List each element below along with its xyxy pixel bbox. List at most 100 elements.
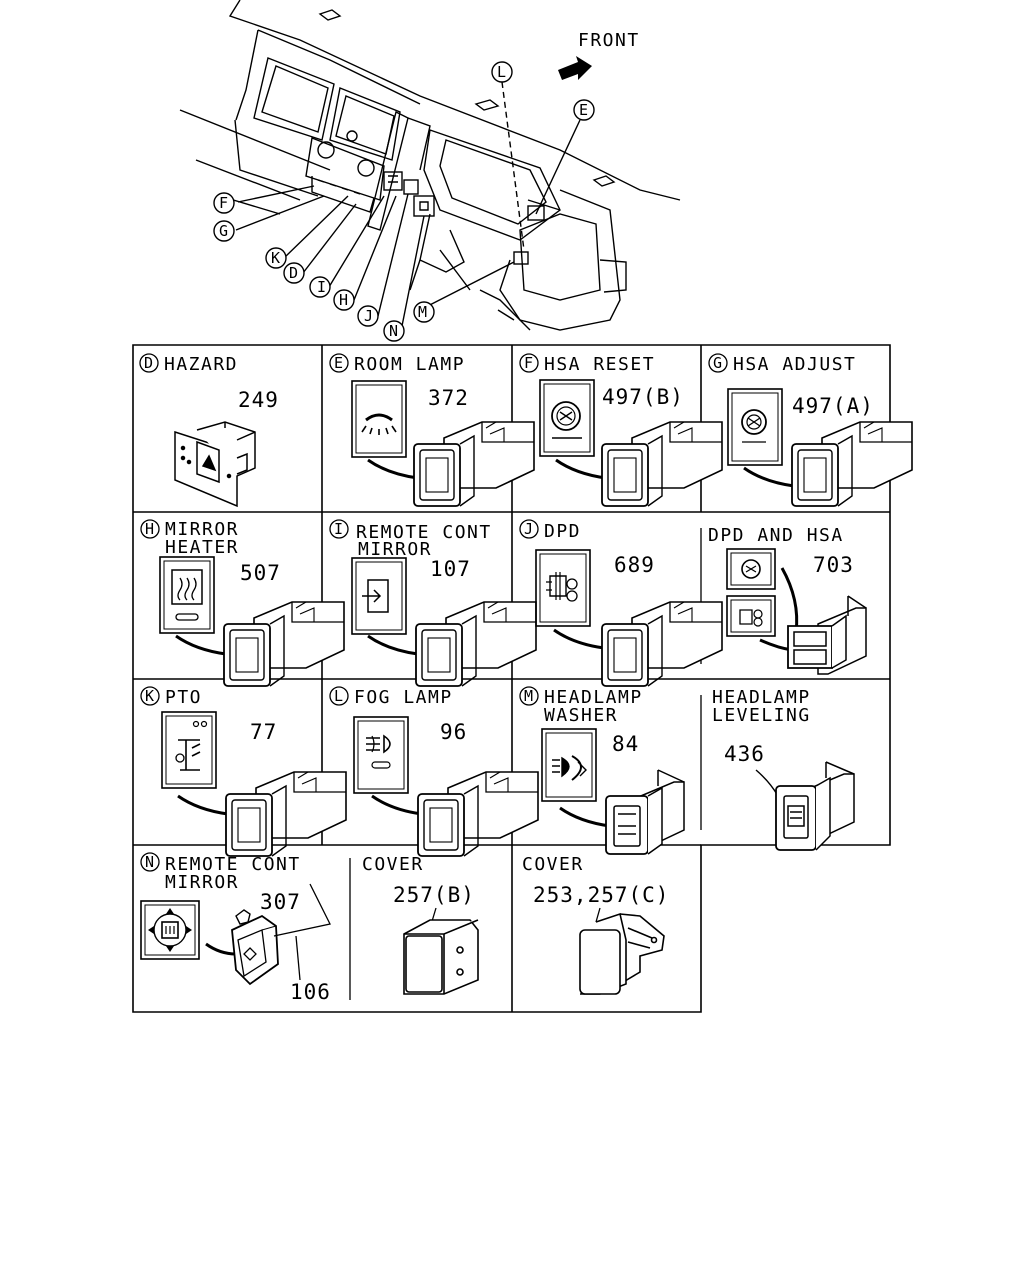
cell-title: COVER [362,854,424,875]
part-number: 253,257(C) [533,883,669,907]
cell-pto: K PTO 77 [140,686,347,857]
room-lamp-symbol-icon [351,380,407,458]
dashboard-callout-letters: L E F G K D I H J N M [219,63,588,340]
pointer-icon [174,634,228,656]
cell-letter: K [145,687,154,705]
part-number: 703 [813,553,854,577]
switch-body-icon [601,601,723,687]
pointer-icon [176,794,230,816]
callout-circle [329,519,349,539]
part-number: 77 [250,720,277,744]
cell-title: HSA RESET [544,354,655,375]
dpd-symbol-icon [535,549,591,627]
cell-letter: E [334,354,343,372]
callout-circle [329,686,349,706]
dashboard-illustration [179,0,681,331]
switch-body-icon [791,421,913,507]
part-number: 257(B) [393,883,475,907]
hsa-adjust-symbol-icon [727,388,783,466]
washer-switch-icon [605,769,685,855]
pto-symbol-icon [161,711,217,789]
cell-headlamp-washer: M HEADLAMP WASHER 84 [519,686,685,855]
hazard-switch-icon [174,421,256,508]
cell-title-line2: HEATER [165,537,239,558]
part-number: 689 [614,553,655,577]
cell-title: DPD AND HSA [708,525,844,546]
remote-mirror-control-icon [140,883,331,986]
pointer-icon [554,458,608,480]
cell-mirror-heater: H MIRROR HEATER 507 [140,519,345,687]
part-number: 107 [430,557,471,581]
callout-circle [329,353,349,373]
front-arrow-icon [558,56,592,80]
cell-letter: N [145,853,154,871]
cell-cover-c: COVER 253,257(C) [522,854,669,995]
switch-body-icon [225,771,347,857]
mirror-heater-symbol-icon [159,556,215,634]
fog-lamp-symbol-icon [353,716,409,794]
cell-letter: F [524,354,533,372]
part-number: 307 [260,890,301,914]
pointer-icon [370,794,424,816]
callout-circle [139,353,159,373]
cell-dpd-and-hsa: DPD AND HSA 703 [708,525,867,675]
pointer-icon [558,806,612,828]
cell-cover-b: COVER 257(B) [362,854,479,995]
dual-switch-icon [787,595,867,675]
switch-body-icon [417,771,539,857]
cell-remote-cont-mirror: I REMOTE CONT MIRROR 107 [329,519,537,687]
cell-dpd: J DPD 689 [519,519,723,687]
hsa-reset-symbol-icon [539,379,595,457]
callout-circle [140,519,160,539]
callout-circle [708,353,728,373]
cell-title: HEADLAMP [544,687,643,708]
cell-letter: M [524,687,533,705]
callout-circle [140,852,160,872]
cell-title: ROOM LAMP [354,354,465,375]
cell-title: MIRROR [165,519,239,540]
callout-E: E [579,101,588,119]
dpd-hsa-symbols-icon [726,548,799,652]
callout-J: J [364,307,373,325]
callout-circle [519,519,539,539]
callout-G: G [219,222,228,240]
cell-letter: L [334,687,343,705]
cell-title: HAZARD [164,354,238,375]
headlamp-washer-symbol-icon [541,728,597,802]
callout-circle [519,686,539,706]
cell-title: COVER [522,854,584,875]
pointer-icon [552,628,606,650]
cell-fog-lamp: L FOG LAMP 96 [329,686,539,857]
switch-body-icon [415,601,537,687]
switch-body-icon [601,421,723,507]
cell-letter: H [145,520,154,538]
cover-c-icon [579,912,665,995]
cell-title: HEADLAMP [712,687,811,708]
cell-headlamp-leveling: HEADLAMP LEVELING 436 [712,687,855,851]
pointer-icon [742,466,796,488]
cell-title: HSA ADJUST [733,354,856,375]
cell-title: DPD [544,521,581,542]
callout-D: D [289,264,298,282]
callout-K: K [271,249,280,267]
callout-M: M [418,303,427,321]
cell-room-lamp: E ROOM LAMP 372 [329,353,535,507]
leader-line [595,907,601,923]
front-label: FRONT [578,30,640,51]
cell-title-line2: LEVELING [712,705,811,726]
cover-b-icon [403,919,479,995]
part-number: 84 [612,732,639,756]
part-number: 497(A) [792,394,874,418]
callout-circle [519,353,539,373]
part-number: 497(B) [602,385,684,409]
cell-title: REMOTE CONT [356,522,492,543]
switch-body-icon [223,601,345,687]
remote-mirror-symbol-icon [351,557,407,635]
cell-letter: I [334,520,343,538]
cell-title: REMOTE CONT [165,854,301,875]
leveling-switch-icon [775,761,855,851]
part-number-2: 106 [290,980,331,1004]
cell-title-line2: MIRROR [165,872,239,893]
